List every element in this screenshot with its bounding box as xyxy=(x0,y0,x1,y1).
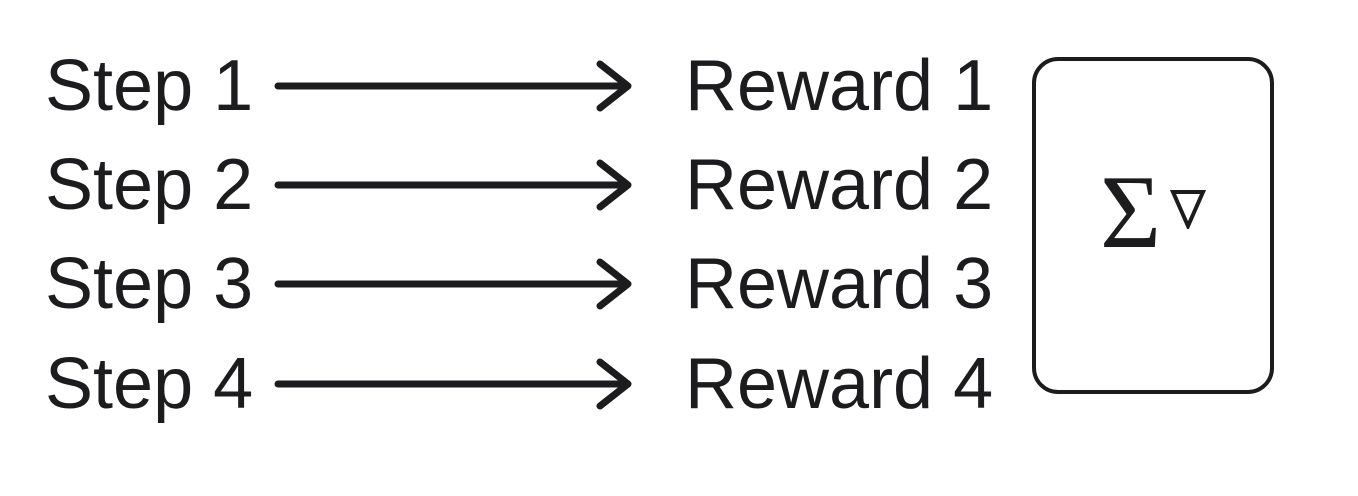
nabla-icon xyxy=(1170,190,1207,229)
step-1-label: Step 1 xyxy=(45,46,254,126)
reward-2-label: Reward 2 xyxy=(685,145,994,225)
right-arrow-icon xyxy=(274,60,632,112)
sigma-symbol: Σ xyxy=(1099,153,1162,270)
sum-gradient-box: Σ xyxy=(1032,57,1274,394)
right-arrow-icon xyxy=(274,159,632,211)
reward-4-label: Reward 4 xyxy=(685,344,994,424)
step-2-label: Step 2 xyxy=(45,145,254,225)
reward-3-label: Reward 3 xyxy=(685,244,994,324)
reward-1-label: Reward 1 xyxy=(685,46,994,126)
step-3-label: Step 3 xyxy=(45,244,254,324)
right-arrow-icon xyxy=(274,258,632,310)
step-4-label: Step 4 xyxy=(45,344,254,424)
sum-gradient-formula: Σ xyxy=(1099,153,1207,270)
right-arrow-icon xyxy=(274,358,632,410)
